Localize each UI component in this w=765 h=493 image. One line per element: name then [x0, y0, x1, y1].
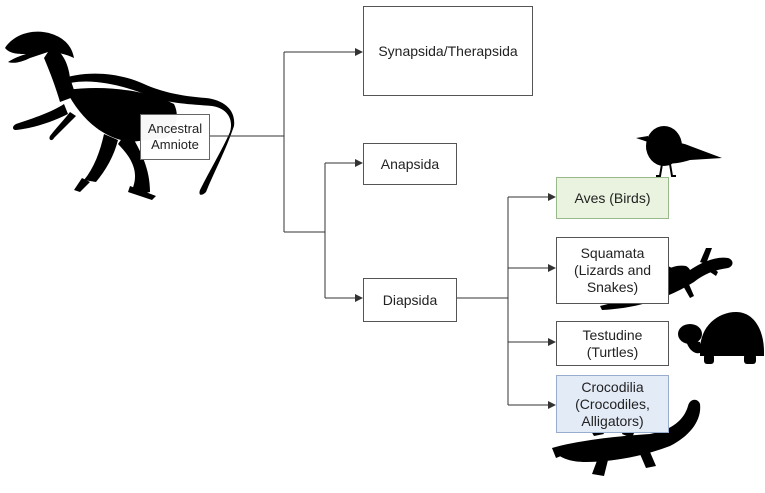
testudine-node: Testudine (Turtles) — [556, 321, 669, 366]
turtle-silhouette-icon — [678, 312, 764, 364]
diapsida-node: Diapsida — [363, 278, 457, 322]
bird-silhouette-icon — [636, 126, 722, 177]
synapsida-node: Synapsida/Therapsida — [363, 6, 533, 96]
crocodilia-node: Crocodilia (Crocodiles, Alligators) — [556, 375, 669, 433]
aves-node: Aves (Birds) — [556, 177, 669, 219]
squamata-node: Squamata (Lizards and Snakes) — [556, 237, 669, 304]
anapsida-node: Anapsida — [363, 143, 457, 185]
ancestral-amniote-node: Ancestral Amniote — [140, 114, 210, 160]
connector-lines — [208, 48, 556, 409]
